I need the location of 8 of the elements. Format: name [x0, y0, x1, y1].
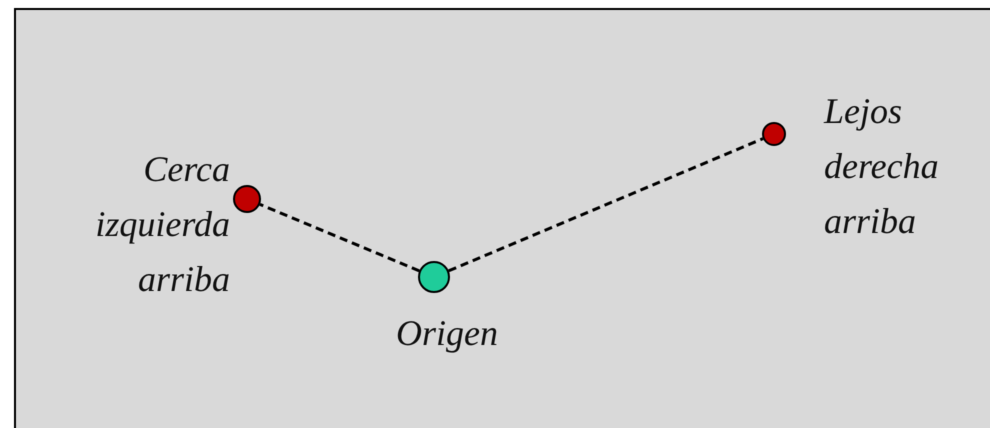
point-label: Cerca izquierda arriba	[94, 148, 230, 301]
point-dot	[418, 261, 450, 293]
point-label: Lejos derecha arriba	[824, 90, 940, 243]
dashed-line	[259, 203, 420, 272]
point-label: Origen	[395, 312, 499, 355]
point-dot	[762, 122, 786, 146]
point-dot	[233, 185, 261, 213]
dashed-line	[448, 137, 764, 272]
